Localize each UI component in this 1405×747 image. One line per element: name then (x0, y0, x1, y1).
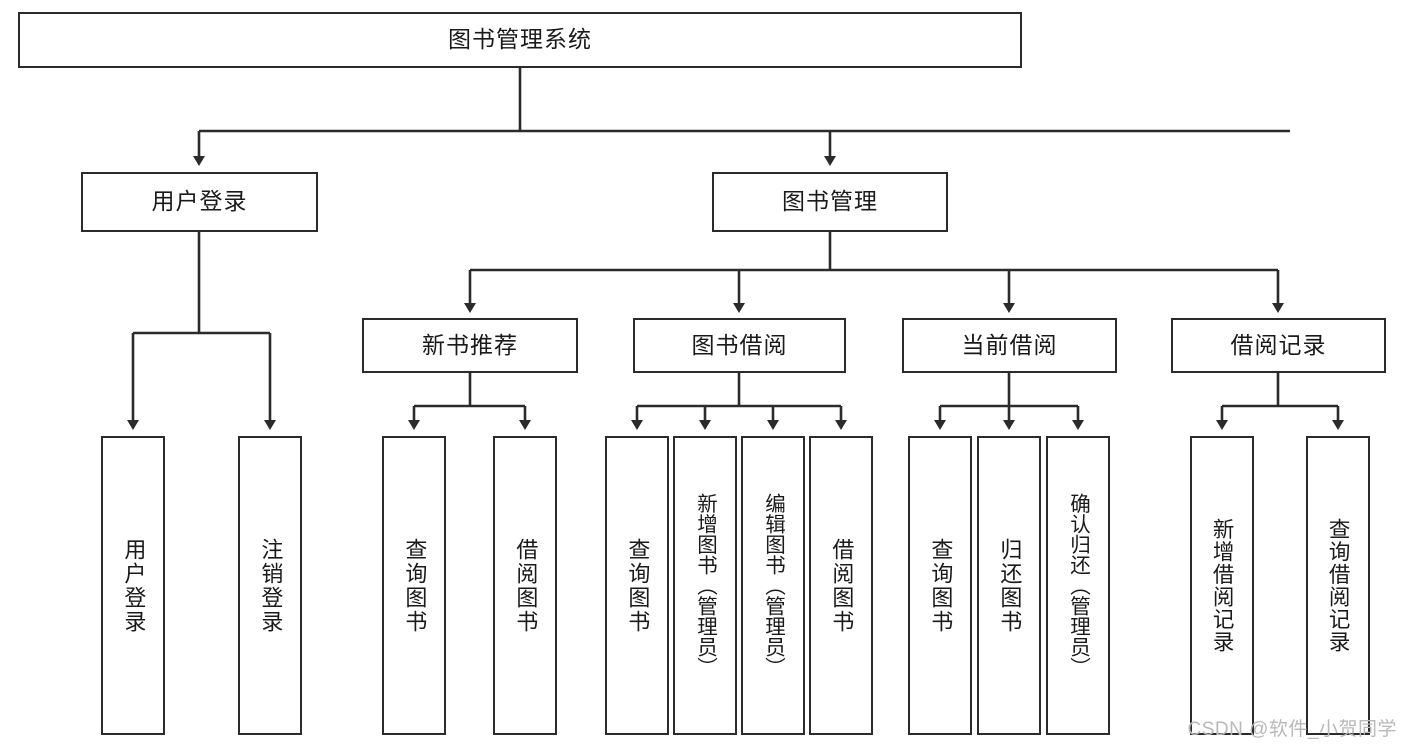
node-leaf-query-book-1[interactable]: 查询图书 (382, 436, 446, 735)
node-label: 借阅图书 (513, 537, 539, 634)
node-label: 新增图书（管理员） (693, 493, 717, 678)
node-label: 编辑图书（管理员） (761, 493, 785, 678)
node-label: 借阅图书 (829, 537, 855, 634)
node-user-login[interactable]: 用户登录 (81, 172, 318, 232)
node-label: 归还图书 (997, 537, 1023, 634)
node-leaf-add-record[interactable]: 新增借阅记录 (1190, 436, 1254, 735)
node-borrow-record[interactable]: 借阅记录 (1171, 318, 1386, 373)
borrow-record-to-leaves-connectors (1216, 373, 1344, 430)
book-manage-to-level3-connectors (464, 232, 1284, 313)
node-label: 用户登录 (151, 188, 248, 215)
node-leaf-borrow-book-1[interactable]: 借阅图书 (493, 436, 557, 735)
node-label: 确认归还（管理员） (1066, 493, 1090, 678)
node-leaf-borrow-book-2[interactable]: 借阅图书 (809, 436, 873, 735)
node-new-book-recommend[interactable]: 新书推荐 (362, 318, 578, 373)
book-borrow-to-leaves-connectors (631, 373, 847, 430)
node-leaf-query-book-2[interactable]: 查询图书 (605, 436, 669, 735)
node-label: 注销登录 (258, 537, 284, 634)
node-leaf-query-record[interactable]: 查询借阅记录 (1306, 436, 1370, 735)
user-login-to-leaves-connectors (127, 232, 276, 430)
node-label: 新增借阅记录 (1210, 518, 1235, 653)
node-leaf-confirm-return[interactable]: 确认归还（管理员） (1046, 436, 1110, 735)
node-leaf-query-book-3[interactable]: 查询图书 (908, 436, 972, 735)
node-label: 图书管理系统 (448, 26, 592, 53)
csdn-watermark: CSDN @软件_小贺同学 (1187, 719, 1397, 740)
node-label: 查询图书 (625, 537, 651, 634)
root-to-level2-connectors (193, 68, 1290, 166)
node-book-manage[interactable]: 图书管理 (712, 172, 948, 232)
node-label: 图书借阅 (691, 331, 788, 358)
current-borrow-to-leaves-connectors (934, 373, 1084, 430)
node-label: 借阅记录 (1230, 331, 1327, 358)
node-label: 查询借阅记录 (1326, 518, 1351, 653)
node-current-borrow[interactable]: 当前借阅 (902, 318, 1117, 373)
node-label: 查询图书 (402, 537, 428, 634)
node-label: 查询图书 (928, 537, 954, 634)
node-leaf-edit-book[interactable]: 编辑图书（管理员） (741, 436, 805, 735)
node-leaf-user-login[interactable]: 用户登录 (101, 436, 165, 735)
node-label: 用户登录 (121, 537, 147, 634)
new-book-recommend-to-leaves-connectors (408, 373, 531, 430)
node-label: 新书推荐 (422, 331, 518, 358)
node-leaf-return-book[interactable]: 归还图书 (977, 436, 1041, 735)
node-leaf-user-logout[interactable]: 注销登录 (238, 436, 302, 735)
node-book-borrow[interactable]: 图书借阅 (633, 318, 846, 373)
node-root-system[interactable]: 图书管理系统 (18, 12, 1022, 68)
node-label: 当前借阅 (961, 331, 1058, 358)
node-label: 图书管理 (782, 188, 878, 215)
node-leaf-add-book[interactable]: 新增图书（管理员） (673, 436, 737, 735)
